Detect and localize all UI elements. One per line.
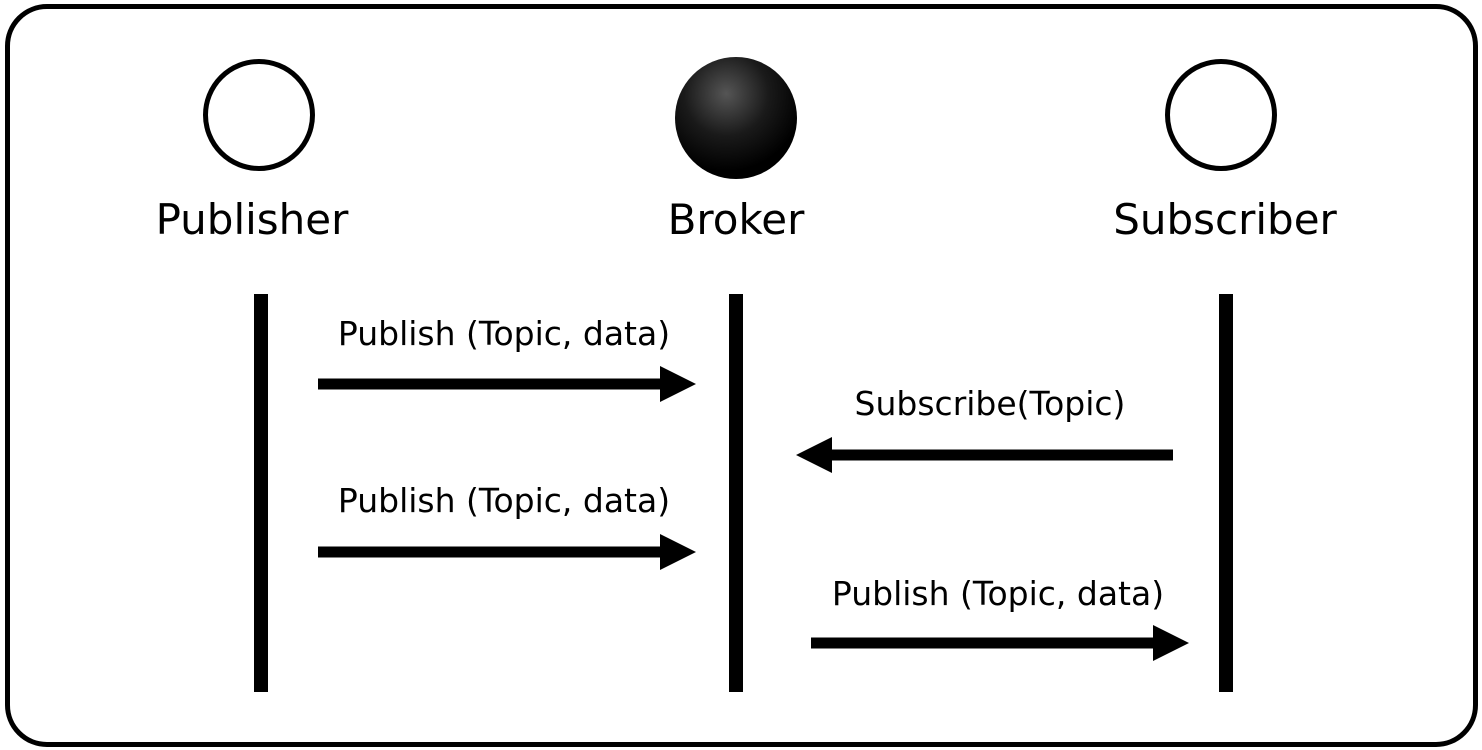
broker-label: Broker (667, 195, 805, 244)
arrow-publish-1 (318, 366, 696, 402)
message-label-subscribe: Subscribe(Topic) (854, 384, 1126, 423)
arrow-subscribe (796, 437, 1173, 473)
publisher-actor-icon (203, 59, 315, 171)
publisher-label: Publisher (155, 195, 349, 244)
broker-lifeline (729, 294, 743, 692)
message-label-publish-3: Publish (Topic, data) (831, 574, 1165, 613)
subscriber-actor-icon (1165, 59, 1277, 171)
arrow-publish-3 (811, 625, 1189, 661)
arrow-publish-2 (318, 534, 696, 570)
publisher-lifeline (254, 294, 268, 692)
message-label-publish-2: Publish (Topic, data) (337, 481, 671, 520)
subscriber-lifeline (1219, 294, 1233, 692)
subscriber-label: Subscriber (1113, 195, 1337, 244)
broker-actor-icon (675, 57, 797, 179)
message-label-publish-1: Publish (Topic, data) (337, 314, 671, 353)
